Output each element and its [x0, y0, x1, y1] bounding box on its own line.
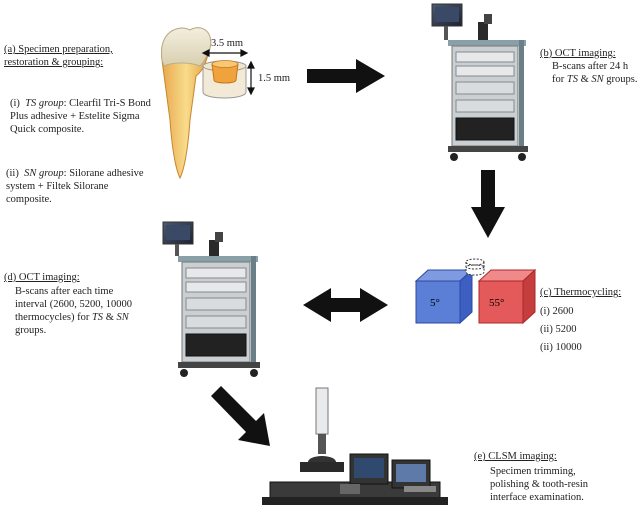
- panel-b-group-sn: SN: [591, 74, 604, 85]
- panel-b-amp: &: [577, 74, 592, 85]
- panel-b-group-ts: TS: [566, 74, 578, 85]
- item-ii-number: (ii): [6, 168, 19, 179]
- specimen-in-bath: [465, 258, 485, 276]
- panel-d-group-ts: TS: [91, 312, 104, 323]
- thermocycling-baths: [414, 258, 537, 325]
- thermocycle-count-3: (ii) 10000: [540, 342, 582, 353]
- clsm-system: [262, 387, 448, 505]
- panel-b-heading: (b) OCT imaging:: [540, 48, 616, 59]
- panel-e-line-2: polishing & tooth-resin: [490, 479, 588, 490]
- dimension-height-label: 1.5 mm: [258, 73, 291, 84]
- tooth-illustration: [161, 27, 212, 180]
- thermocycle-count-1: (i) 2600: [540, 306, 574, 317]
- hot-bath-label: 55°: [489, 297, 504, 309]
- item-ii-text: : Silorane adhesive system + Filtek Silo…: [6, 168, 144, 205]
- cold-bath-label: 5°: [430, 297, 440, 309]
- panel-e-line-1: Specimen trimming,: [490, 466, 576, 477]
- panel-b-body-post: groups.: [603, 74, 638, 85]
- panel-e-line-3: interface examination.: [490, 492, 584, 503]
- arrow-d-to-e: [211, 386, 270, 446]
- hot-bath-cube: [477, 268, 537, 325]
- thermocycle-count-2: (ii) 5200: [540, 324, 577, 335]
- panel-d-body: B-scans after each time interval (2600, …: [15, 285, 137, 337]
- dimension-arrows: [201, 49, 255, 96]
- panel-a-item-ii: (ii) SN group: Silorane adhesive system …: [6, 167, 156, 206]
- panel-d-heading: (d) OCT imaging:: [4, 272, 80, 283]
- panel-a-item-i: (i) TS group: Clearfil Tri-S Bond Plus a…: [10, 97, 160, 136]
- panel-b-body: B-scans after 24 h for TS & SN groups.: [552, 60, 640, 86]
- item-i-number: (i): [10, 98, 20, 109]
- item-i-text: : Clearfil Tri-S Bond Plus adhesive + Es…: [10, 98, 151, 135]
- item-i-group: TS group: [25, 98, 64, 109]
- specimen-disc: [202, 60, 247, 99]
- cold-bath-cube: [414, 268, 474, 325]
- oct-system-b: [431, 3, 528, 161]
- arrow-c-d-double: [303, 288, 388, 322]
- arrow-b-to-c: [471, 170, 505, 238]
- panel-d-body-text: B-scans after each time interval (2600, …: [15, 286, 132, 323]
- panel-d-body-post: groups.: [15, 325, 47, 336]
- dimension-width-label: 3.5 mm: [211, 38, 244, 49]
- panel-b-body-pre: B-scans after 24 h for: [552, 61, 629, 85]
- panel-a-heading: (a) Specimen preparation, restoration & …: [4, 44, 113, 68]
- panel-d-group-sn: SN: [116, 312, 129, 323]
- item-ii-group: SN group: [24, 168, 64, 179]
- panel-c-heading: (c) Thermocycling:: [540, 287, 622, 298]
- panel-d-amp: &: [103, 312, 117, 323]
- arrow-a-to-b: [307, 59, 385, 93]
- oct-system-d: [162, 221, 260, 377]
- panel-e-heading: (e) CLSM imaging:: [474, 451, 557, 462]
